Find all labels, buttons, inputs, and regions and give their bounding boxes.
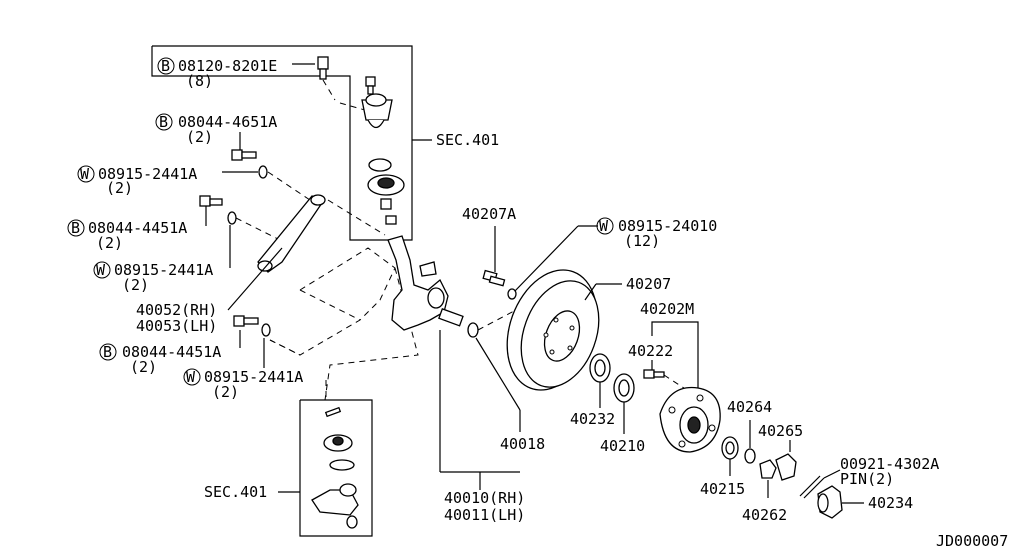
sec401-top-frame: [151, 45, 432, 241]
diagram-code: JD000007: [936, 532, 1008, 550]
label-40210: 40210: [600, 437, 645, 455]
qty-08044-4451A-2: (2): [130, 358, 157, 376]
callout-w-08915-2441A-3: W 08915-2441A (2): [183, 338, 303, 401]
label-40232: 40232: [570, 410, 615, 428]
qty-08915-2441A-3: (2): [212, 383, 239, 401]
washer-mark: W: [186, 368, 196, 386]
label-08120-8201E: 08120-8201E: [178, 57, 277, 75]
pin-00921-part: [799, 469, 841, 499]
washer-40264-part: [744, 420, 756, 464]
label-40011: 40011(LH): [444, 506, 525, 524]
label-00921-4302A: 00921-4302A: [840, 455, 939, 473]
knuckle-part: [387, 235, 536, 473]
label-40215: 40215: [700, 480, 745, 498]
sec401-bottom-frame: [278, 380, 373, 537]
callout-w-08915-2441A-1: W 08915-2441A (2): [77, 165, 311, 201]
wheel-hub-part: [659, 386, 721, 453]
callout-b-08044-4451A-2: B 08044-4451A (2): [99, 315, 301, 376]
callout-40010-40011: 40010(RH) 40011(LH): [444, 472, 525, 524]
callout-40207: 40207: [584, 275, 671, 301]
label-08044-4651A: 08044-4651A: [178, 113, 277, 131]
callout-40207A: 40207A: [462, 205, 516, 287]
label-08915-24010: 08915-24010: [618, 217, 717, 235]
label-40202M: 40202M: [640, 300, 694, 318]
bearing-40210-part: [613, 373, 635, 434]
qty-08120: (8): [186, 72, 213, 90]
callout-b-08044-4651A: B 08044-4651A (2): [155, 113, 277, 161]
qty-08044-4651A: (2): [186, 128, 213, 146]
bolt-mark: B: [159, 113, 168, 131]
cap-40265-part: [775, 440, 797, 481]
seal-40232-part: [589, 353, 611, 408]
label-40018: 40018: [500, 435, 545, 453]
callout-40052-40053: 40052(RH) 40053(LH): [136, 247, 283, 335]
sec401-top-label: SEC.401: [436, 131, 499, 149]
qty-08915-24010: (12): [624, 232, 660, 250]
bolt-mark: B: [161, 57, 170, 75]
label-40234: 40234: [868, 494, 913, 512]
qty-08044-4451A-1: (2): [96, 234, 123, 252]
sec401-bottom-label: SEC.401: [204, 483, 267, 501]
bolt-mark: B: [103, 343, 112, 361]
washer-mark: W: [599, 217, 609, 235]
label-08915-2441A-2: 08915-2441A: [114, 261, 213, 279]
upper-ball-joint-group: [317, 56, 405, 225]
label-40207: 40207: [626, 275, 671, 293]
label-08915-2441A-3: 08915-2441A: [204, 368, 303, 386]
label-40207A: 40207A: [462, 205, 516, 223]
nut-40262-part: [759, 459, 777, 498]
washer-mark: W: [80, 165, 90, 183]
label-08915-2441A-1: 08915-2441A: [98, 165, 197, 183]
label-pin: PIN(2): [840, 470, 894, 488]
washer-mark: W: [96, 261, 106, 279]
label-08044-4451A-2: 08044-4451A: [122, 343, 221, 361]
callout-b-08120: B 08120-8201E (8): [157, 57, 315, 90]
label-40262: 40262: [742, 506, 787, 524]
label-08044-4451A-1: 08044-4451A: [88, 219, 187, 237]
label-40264: 40264: [727, 398, 772, 416]
callout-b-08044-4451A-1: B 08044-4451A (2): [67, 195, 291, 252]
label-40010: 40010(RH): [444, 489, 525, 507]
qty-08915-2441A-2: (2): [122, 276, 149, 294]
brake-rotor-part: [506, 269, 600, 391]
label-40053: 40053(LH): [136, 317, 217, 335]
label-40052: 40052(RH): [136, 301, 217, 319]
callout-w-08915-2441A-2: W 08915-2441A (2): [93, 225, 231, 294]
grease-cap-40234-part: [817, 485, 864, 519]
callout-40018: 40018: [475, 337, 545, 453]
label-40222: 40222: [628, 342, 673, 360]
qty-08915-2441A-1: (2): [106, 179, 133, 197]
label-40265: 40265: [758, 422, 803, 440]
bolt-mark: B: [71, 219, 80, 237]
bearing-40215-part: [721, 436, 739, 476]
callout-40202M: 40202M 40222: [628, 300, 699, 420]
callout-w-08915-24010: W 08915-24010 (12): [507, 217, 717, 300]
steering-arm-part: [257, 194, 386, 273]
